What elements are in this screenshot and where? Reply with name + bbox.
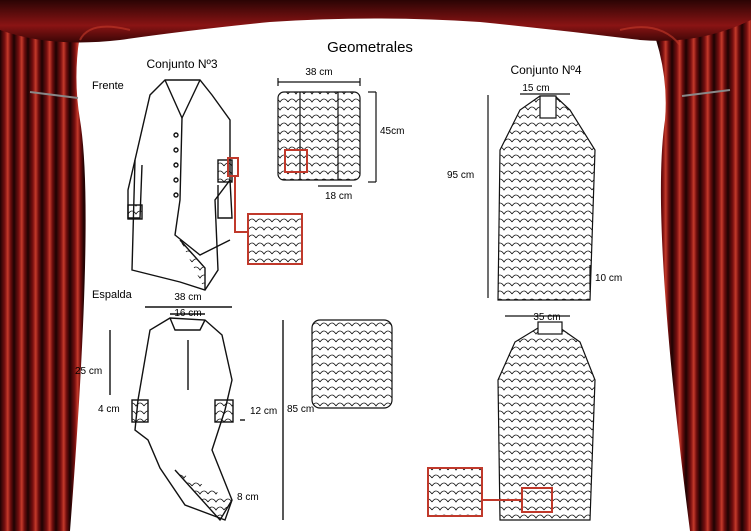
coat-front-drawing <box>127 79 233 291</box>
conjunto3-heading: Conjunto Nº3 <box>146 57 217 71</box>
dress-4-back-drawing <box>497 315 596 521</box>
ruffle-detail-callout <box>227 149 308 265</box>
dim-cuff-right: 12 cm <box>250 406 277 417</box>
dim-bolero-height: 45cm <box>380 126 404 137</box>
bolero-front-drawing <box>277 78 377 187</box>
conjunto4-heading: Conjunto Nº4 <box>510 63 581 77</box>
dim-cuff-left: 4 cm <box>98 404 120 415</box>
dim-bolero-width: 38 cm <box>305 67 332 78</box>
front-label: Frente <box>92 80 124 92</box>
coat-back-drawing <box>109 306 284 522</box>
page-title: Geometrales <box>327 39 413 56</box>
dim-length: 85 cm <box>287 404 314 415</box>
back-label: Espalda <box>92 289 133 301</box>
dim-sleeve-length: 25 cm <box>75 366 102 377</box>
dress-4-detail-callout <box>427 467 553 517</box>
dim-bolero-bottom: 18 cm <box>325 191 352 202</box>
dim-height: 95 cm <box>447 170 474 181</box>
dim-back-width: 38 cm <box>174 292 201 303</box>
dim-hem: 8 cm <box>237 492 259 503</box>
dim-neck: 15 cm <box>522 83 549 94</box>
dim-width: 35 cm <box>533 312 560 323</box>
dress-4-front-drawing <box>487 93 596 301</box>
bolero-back-drawing <box>311 319 393 409</box>
dim-collar: 16 cm <box>174 308 201 319</box>
dim-tier: 10 cm <box>595 273 622 284</box>
